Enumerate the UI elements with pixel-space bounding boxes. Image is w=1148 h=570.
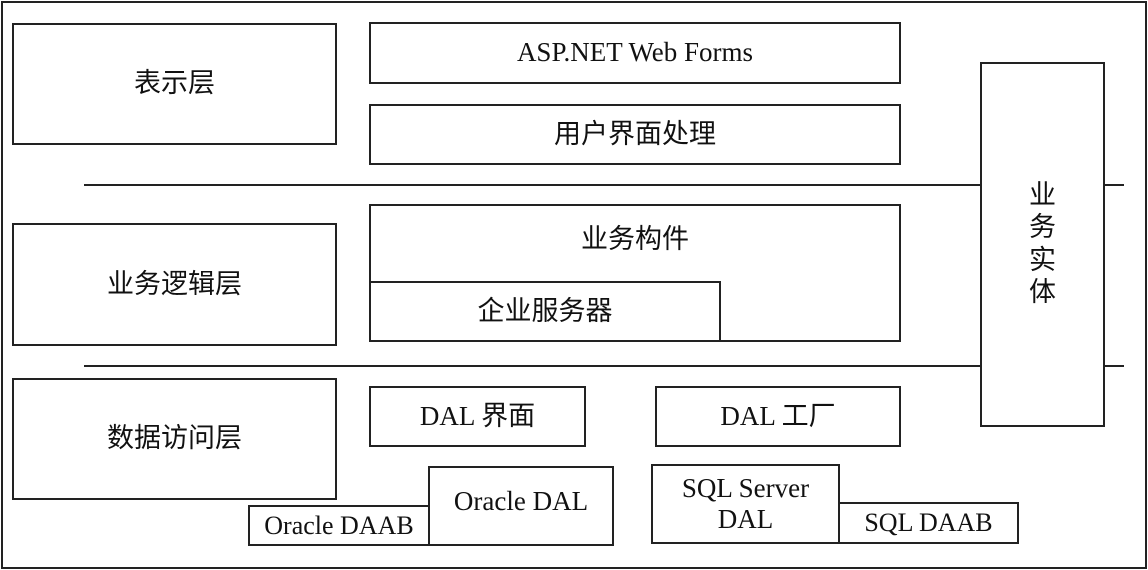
separator-presentation-business — [84, 184, 1124, 186]
enterprise-services-label: 企业服务器 — [477, 295, 613, 327]
sqlserver-dal-box: SQL Server DAL — [651, 464, 840, 544]
business-entities-char: 实 — [1029, 244, 1056, 276]
business-entities-char: 业 — [1029, 179, 1056, 211]
dal-factory-label: DAL 工厂 — [720, 400, 836, 431]
separator-business-data — [84, 365, 1124, 367]
oracle-dal-box: Oracle DAL — [428, 466, 614, 546]
data-access-layer-box: 数据访问层 — [12, 378, 337, 500]
dal-factory-box: DAL 工厂 — [655, 386, 901, 447]
dal-interface-box: DAL 界面 — [369, 386, 586, 447]
business-logic-layer-label: 业务逻辑层 — [107, 268, 242, 300]
ui-processing-label: 用户界面处理 — [554, 118, 716, 150]
oracle-daab-box: Oracle DAAB — [248, 505, 430, 546]
sqlserver-dal-text: SQL Server DAL — [682, 473, 809, 535]
sqlserver-dal-label-line2: DAL — [717, 504, 774, 534]
data-access-layer-label: 数据访问层 — [107, 423, 242, 455]
asp-net-web-forms-box: ASP.NET Web Forms — [369, 22, 901, 84]
oracle-daab-label: Oracle DAAB — [264, 510, 414, 540]
asp-net-web-forms-label: ASP.NET Web Forms — [516, 37, 754, 68]
presentation-layer-label: 表示层 — [134, 68, 215, 100]
ui-processing-box: 用户界面处理 — [369, 104, 901, 165]
sql-daab-box: SQL DAAB — [838, 502, 1019, 544]
dal-interface-label: DAL 界面 — [419, 400, 536, 431]
business-entities-char: 体 — [1029, 276, 1056, 308]
sql-daab-label: SQL DAAB — [864, 508, 993, 538]
business-logic-layer-box: 业务逻辑层 — [12, 223, 337, 346]
oracle-dal-label: Oracle DAL — [453, 486, 589, 516]
business-components-label: 业务构件 — [581, 224, 689, 255]
business-entities-label: 业 务 实 体 — [1029, 180, 1056, 310]
enterprise-services-box: 企业服务器 — [369, 281, 721, 342]
business-entities-box: 业 务 实 体 — [980, 62, 1105, 427]
business-entities-char: 务 — [1029, 212, 1056, 244]
presentation-layer-box: 表示层 — [12, 23, 337, 145]
sqlserver-dal-label-line1: SQL Server — [681, 472, 810, 503]
